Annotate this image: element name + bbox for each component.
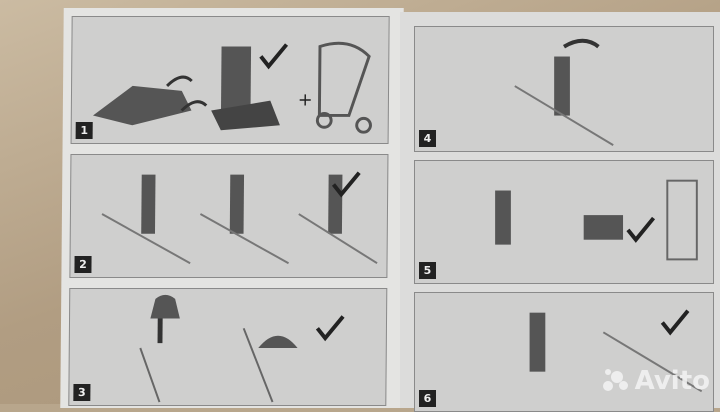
- svg-text:+: +: [298, 91, 313, 111]
- avito-logo-icon: [602, 369, 631, 393]
- step-number: 2: [74, 256, 92, 273]
- adapter-release-illustration: [529, 309, 703, 393]
- adapter-removal-illustration: [514, 38, 614, 146]
- step-3-panel: 3: [68, 288, 388, 406]
- step-number: 6: [419, 390, 436, 407]
- step-number: 4: [419, 130, 436, 147]
- watermark-text: Avito: [634, 366, 710, 396]
- avito-watermark: Avito: [602, 366, 710, 396]
- step-number: 3: [73, 384, 91, 401]
- step-2-panel: 2: [69, 154, 389, 278]
- car-seat-illustration: [139, 294, 345, 403]
- step-1-panel: + 1: [70, 16, 390, 144]
- adapter-illustration: +: [92, 41, 372, 134]
- adapter-fold-illustration: [495, 179, 698, 261]
- left-page: + 1 2 3: [60, 8, 404, 408]
- step-6-panel: 6: [414, 292, 714, 412]
- right-page: 4 5 6: [400, 12, 720, 412]
- stroller-adapter-illustration: [101, 171, 378, 265]
- step-number: 5: [419, 262, 436, 279]
- step-number: 1: [75, 122, 93, 139]
- step-4-panel: 4: [414, 26, 714, 152]
- step-5-panel: 5: [414, 160, 714, 284]
